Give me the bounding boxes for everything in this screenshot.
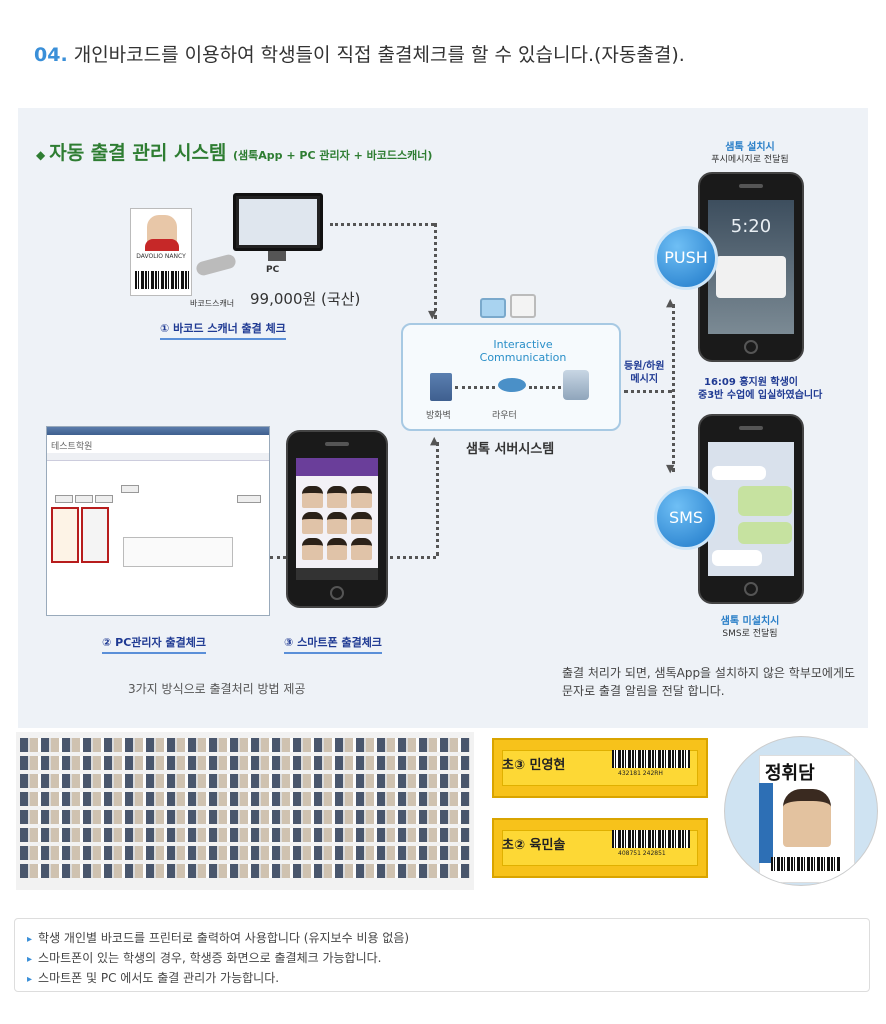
pc-admin-screenshot: 테스트학원 — [46, 426, 270, 616]
router-label: 라우터 — [492, 411, 517, 421]
note-item: 스마트폰이 있는 학생의 경우, 학생증 화면으로 출결체크 가능합니다. — [27, 949, 857, 969]
pc-monitor-icon — [233, 193, 323, 251]
caption-pc-admin: ② PC관리자 출결체크 — [102, 634, 206, 654]
student-card-name: 정휘담 — [765, 763, 815, 784]
student-card-absent — [81, 507, 109, 563]
push-title: 샘톡 설치시 — [725, 142, 775, 153]
section-heading: 04. 개인바코드를 이용하여 학생들이 직접 출결체크를 할 수 있습니다.(… — [34, 40, 685, 67]
connector-pc-server-down — [434, 223, 437, 319]
push-phone-image: 5:20 — [698, 172, 804, 362]
scanner-label: 바코드스캐너 — [190, 299, 235, 308]
admin-computer-icon — [510, 294, 536, 318]
interactive-communication-label: Interactive Communication — [463, 338, 583, 364]
connector-phone-server — [390, 556, 436, 559]
methods-text: 3가지 방식으로 출결처리 방법 제공 — [128, 682, 306, 696]
barcode-label-photo-1: 초③ 민영현 432181 242RH — [492, 738, 708, 798]
notification-text: 16:09 홍지원 학생이 중3반 수업에 입실하였습니다 — [698, 376, 823, 402]
id-cards-wall-photo — [16, 732, 474, 890]
sms-note-line-2: 문자로 출결 알림을 전달 합니다. — [562, 684, 725, 698]
attendance-system-diagram: ◆자동 출결 관리 시스템 (샘톡App + PC 관리자 + 바코드스캐너) … — [18, 108, 868, 728]
feature-notes: 학생 개인별 바코드를 프린터로 출력하여 사용합니다 (유지보수 비용 없음)… — [14, 918, 870, 992]
label-1-number: 432181 242RH — [618, 770, 663, 777]
connector-phone-server-up — [436, 442, 439, 556]
id-card-image: DAVOLIO NANCY — [130, 208, 192, 296]
notification-line-2: 중3반 수업에 입실하였습니다 — [698, 390, 823, 401]
student-card-present — [51, 507, 79, 563]
sms-subtitle: SMS로 전달됨 — [722, 629, 778, 639]
server-system-label: 샘톡 서버시스템 — [466, 442, 555, 457]
firewall-label: 방화벽 — [426, 411, 451, 421]
ic-text-line-1: Interactive — [493, 338, 553, 351]
diamond-bullet-icon: ◆ — [36, 148, 46, 162]
connector-router-db — [529, 386, 561, 389]
arrow-down-icon: ▼ — [428, 308, 437, 321]
arrow-down-icon: ▼ — [666, 462, 675, 475]
arrow-up-icon: ▲ — [666, 296, 675, 309]
ic-text-line-2: Communication — [479, 351, 567, 364]
arrow-up-icon: ▲ — [430, 434, 439, 447]
connector-server-phones — [624, 390, 672, 393]
pc-app-title: 테스트학원 — [51, 442, 93, 452]
barcode-label-photo-2: 초② 육민솔 408751 242851 — [492, 818, 708, 878]
sms-note-line-1: 출결 처리가 되면, 샘톡App을 설치하지 않은 학부모에게도 — [562, 666, 856, 680]
notification-line-1: 16:09 홍지원 학생이 — [704, 377, 798, 388]
diagram-subtitle: (샘톡App + PC 관리자 + 바코드스캐너) — [233, 149, 433, 162]
client-computer-icon — [480, 298, 506, 318]
student-photo — [783, 789, 831, 847]
student-id-card-photo: 정휘담 — [724, 736, 878, 886]
firewall-icon — [430, 373, 452, 401]
scanner-price: 99,000원 (국산) — [250, 290, 361, 308]
connector-phones-vertical — [672, 304, 675, 472]
note-item: 스마트폰 및 PC 에서도 출결 관리가 가능합니다. — [27, 969, 857, 989]
label-2-barcode — [612, 830, 690, 848]
pc-label: PC — [266, 265, 280, 275]
id-photo-shirt — [145, 239, 179, 251]
message-label: 등원/하원 메시지 — [624, 360, 664, 386]
section-heading-text: 개인바코드를 이용하여 학생들이 직접 출결체크를 할 수 있습니다.(자동출결… — [73, 44, 685, 66]
push-subtitle: 푸시메시지로 전달됨 — [711, 155, 789, 165]
label-2-number: 408751 242851 — [618, 850, 666, 857]
sms-bubble: SMS — [654, 486, 718, 550]
message-label-line-2: 메시지 — [630, 374, 659, 385]
monitor-stand — [268, 251, 286, 261]
section-number: 04. — [34, 44, 68, 66]
sms-note: 출결 처리가 되면, 샘톡App을 설치하지 않은 학부모에게도 문자로 출결 … — [562, 664, 855, 700]
id-card-name: DAVOLIO NANCY — [136, 253, 186, 260]
note-item: 학생 개인별 바코드를 프린터로 출력하여 사용합니다 (유지보수 비용 없음) — [27, 929, 857, 949]
diagram-title: ◆자동 출결 관리 시스템 (샘톡App + PC 관리자 + 바코드스캐너) — [36, 138, 432, 165]
sms-title: 샘톡 미설치시 — [720, 616, 780, 627]
phone-lock-time: 5:20 — [730, 216, 772, 237]
message-label-line-1: 등원/하원 — [624, 361, 665, 372]
caption-smartphone: ③ 스마트폰 출결체크 — [284, 634, 382, 654]
database-server-icon — [563, 370, 589, 400]
caption-barcode-scanner: ① 바코드 스캐너 출결 체크 — [160, 320, 286, 340]
push-notification-card — [716, 256, 786, 298]
student-card-barcode — [771, 857, 841, 871]
barcode-scanner-icon — [194, 253, 238, 277]
connector-pc-phone — [270, 556, 286, 559]
router-icon — [498, 378, 526, 392]
connector-firewall-router — [455, 386, 495, 389]
label-1-barcode — [612, 750, 690, 768]
smartphone-attendance-image — [286, 430, 388, 608]
id-card-barcode — [135, 271, 189, 289]
push-bubble: PUSH — [654, 226, 718, 290]
diagram-title-text: 자동 출결 관리 시스템 — [49, 142, 227, 164]
label-2-text: 초② 육민솔 — [502, 838, 566, 853]
label-1-text: 초③ 민영현 — [502, 758, 566, 773]
connector-pc-server — [330, 223, 434, 226]
attendance-panel — [123, 537, 233, 567]
